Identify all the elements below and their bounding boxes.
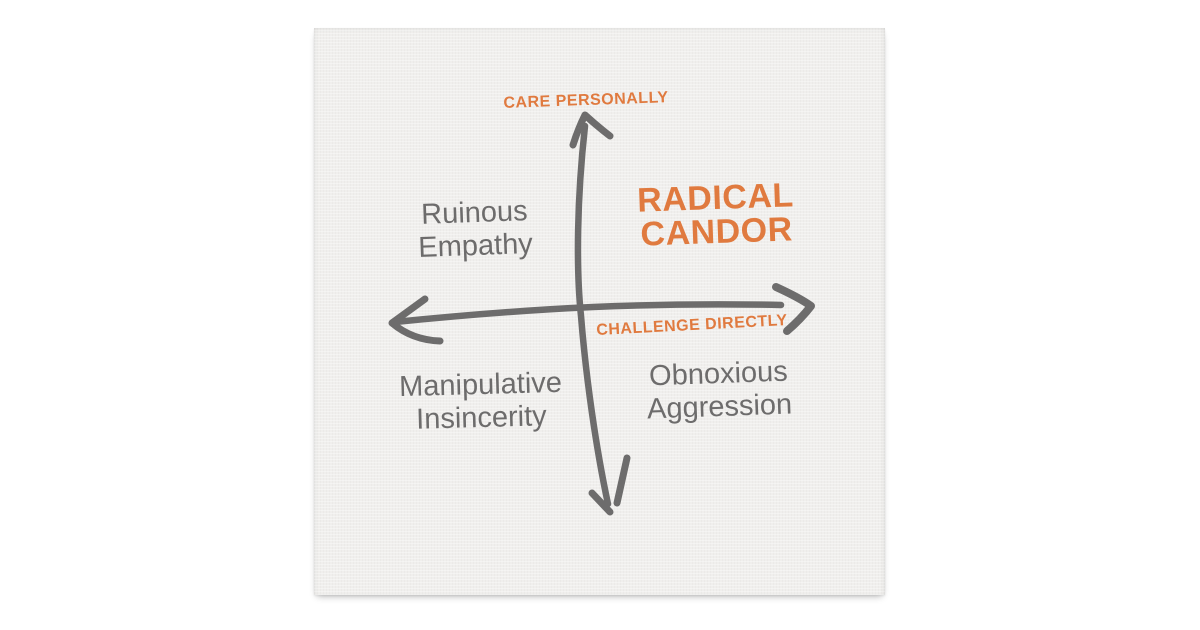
quadrant-label-line: CANDOR (639, 210, 794, 254)
y-axis-arrowhead-bottom-right-barb-icon (613, 454, 631, 507)
quadrant-label-obnoxious-aggression: Obnoxious Aggression (645, 355, 792, 426)
quadrant-label-manipulative-insincerity: Manipulative Insincerity (399, 367, 564, 437)
x-axis-arrowhead-left-icon (388, 295, 444, 345)
x-axis-line (391, 301, 785, 326)
quadrant-label-line: Empathy (417, 228, 534, 264)
y-axis-arrowhead-top-icon (569, 111, 614, 149)
quadrant-label-line: Aggression (646, 388, 793, 426)
x-axis-arrowhead-right-icon (772, 283, 815, 335)
quadrant-label-line: Ruinous (420, 195, 529, 231)
quadrant-label-line: Obnoxious (648, 355, 789, 393)
quadrant-label-ruinous-empathy: Ruinous Empathy (417, 195, 534, 265)
quadrant-label-line: Manipulative (398, 366, 563, 404)
canvas-print: CARE PERSONALLY CHALLENGE DIRECTLY Ruino… (314, 28, 885, 595)
axes-graphic (388, 111, 815, 516)
quadrant-label-line: Insincerity (415, 400, 548, 436)
quadrant-label-radical-candor: RADICAL CANDOR (637, 176, 796, 254)
y-axis-line (574, 122, 612, 508)
y-axis-arrowhead-bottom-left-barb-icon (588, 489, 614, 516)
